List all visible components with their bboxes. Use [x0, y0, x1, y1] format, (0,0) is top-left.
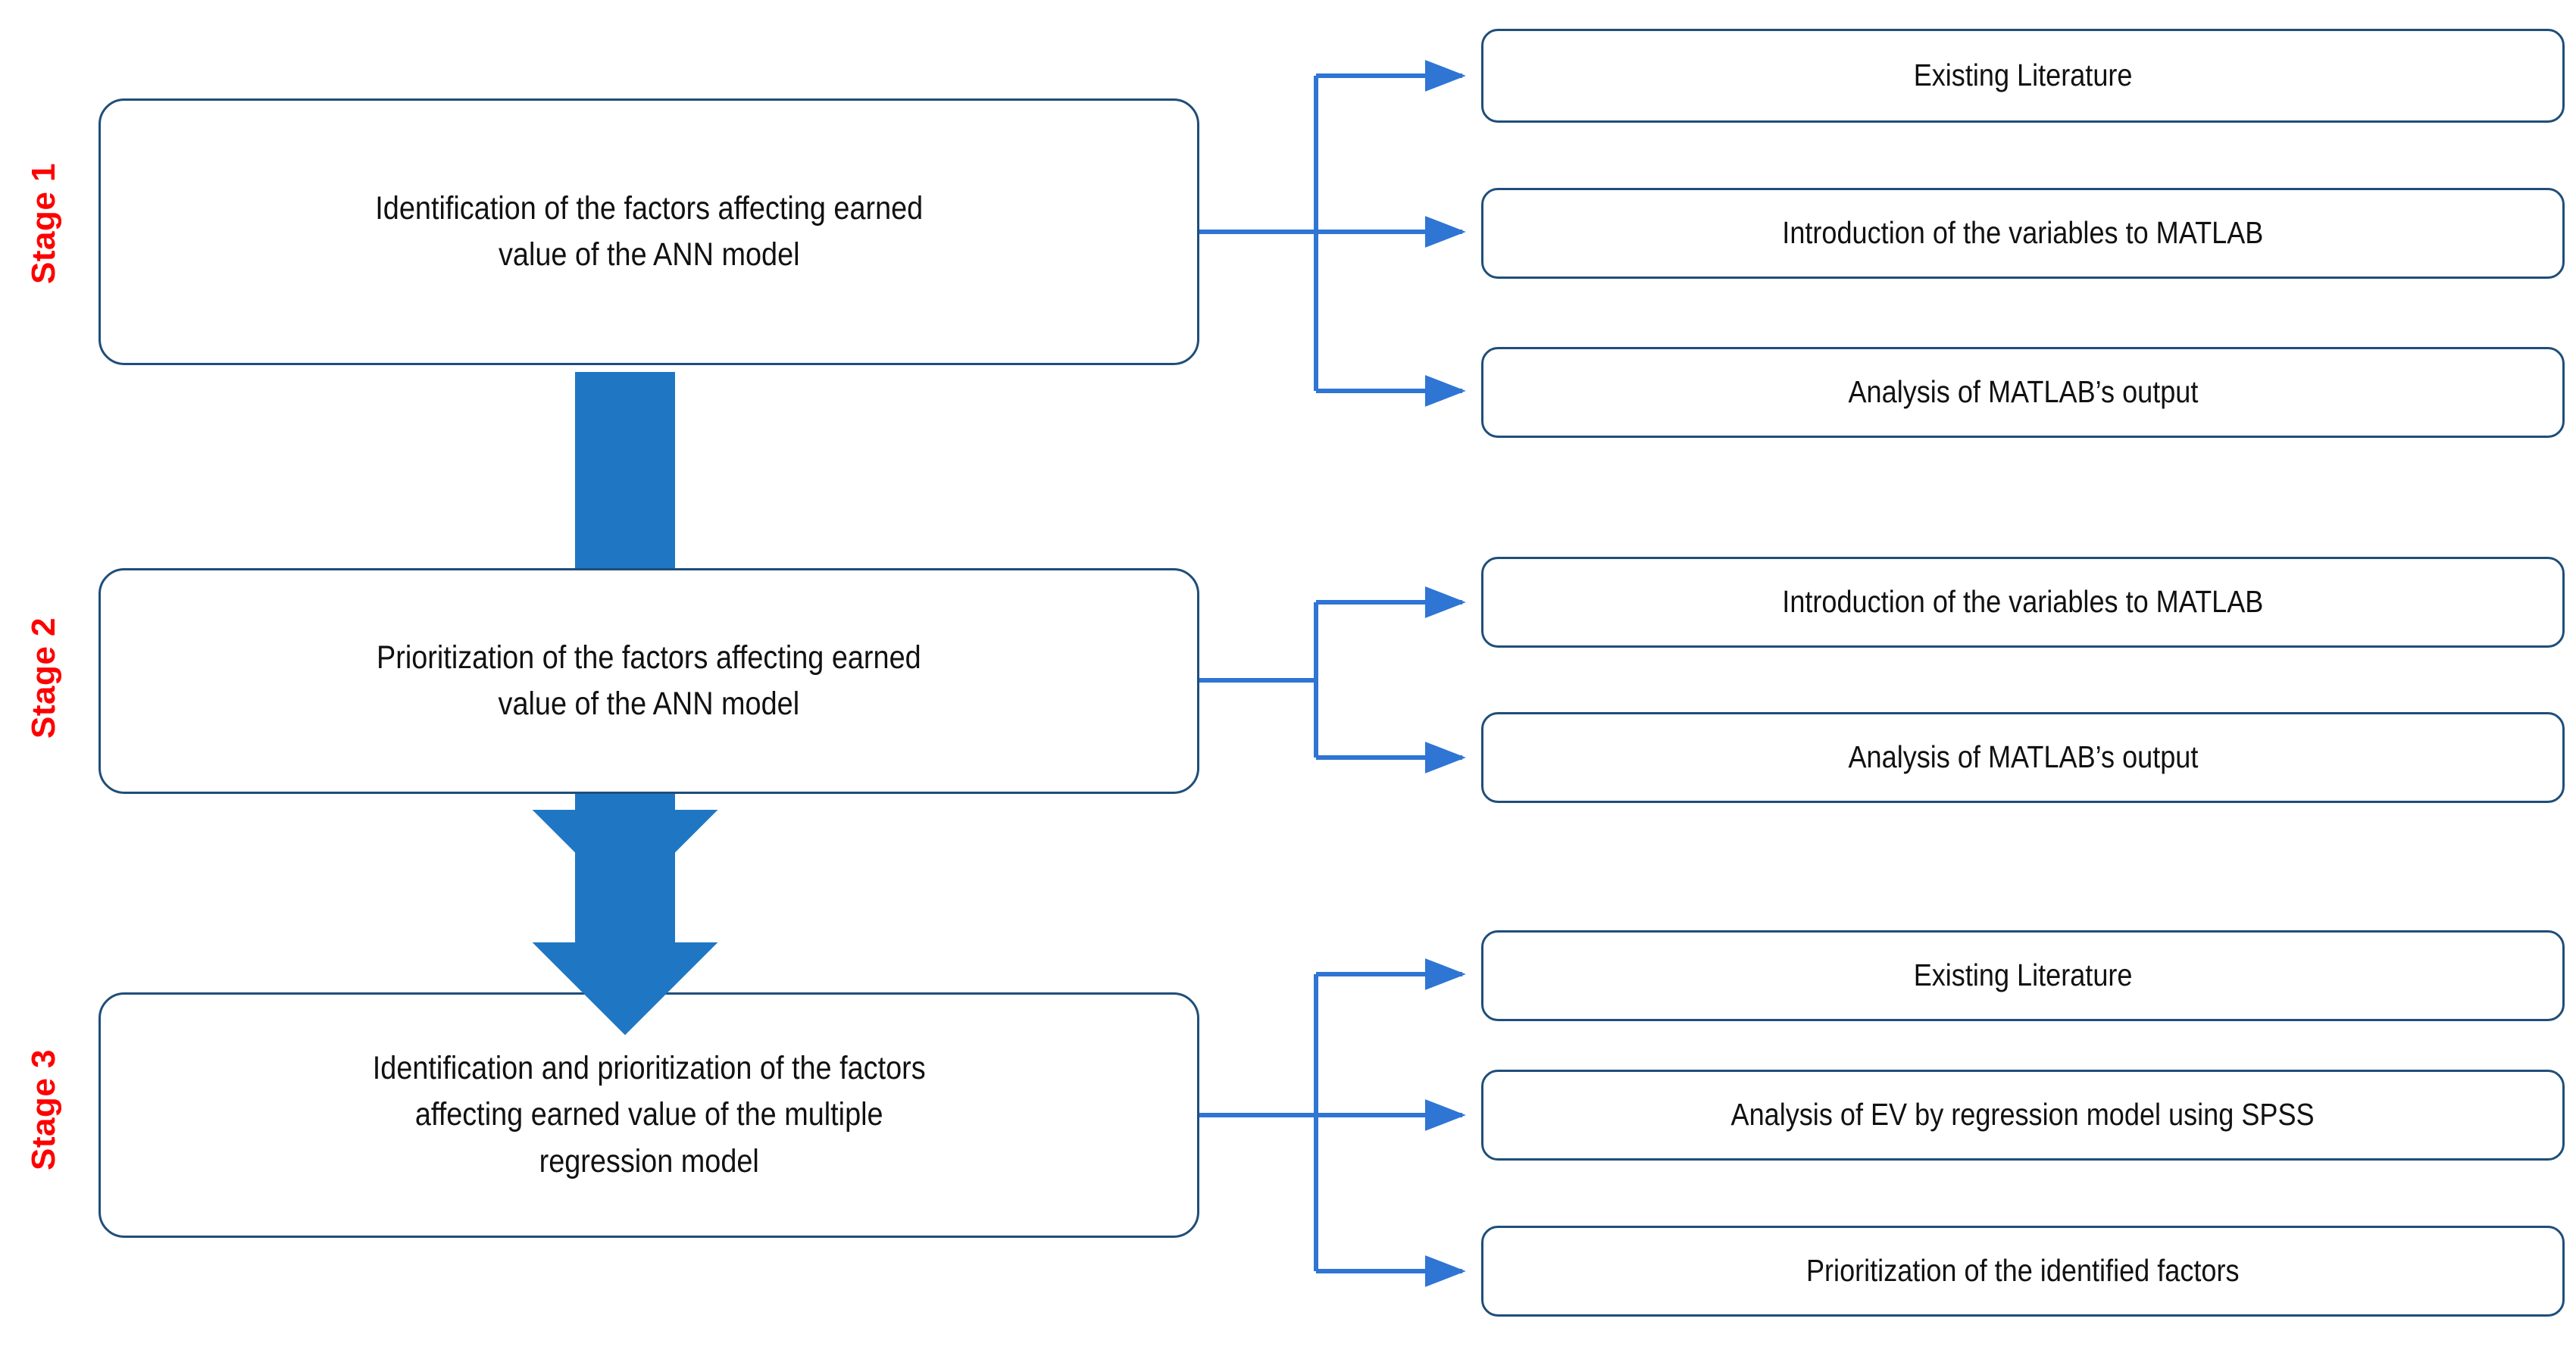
stage-1-detail-label-1: Existing Literature	[1913, 58, 2133, 93]
stage-2-detail-box-1[interactable]: Introduction of the variables to MATLAB	[1481, 557, 2565, 648]
stage2-bracket	[1199, 586, 1466, 773]
stage-1-detail-box-2[interactable]: Introduction of the variables to MATLAB	[1481, 188, 2565, 279]
stage-3-detail-label-3: Prioritization of the identified factors	[1806, 1253, 2240, 1289]
stage3-bracket	[1199, 958, 1466, 1287]
stage-2-main-box[interactable]: Prioritization of the factors affecting …	[98, 568, 1199, 794]
stage-3-detail-box-3[interactable]: Prioritization of the identified factors	[1481, 1226, 2565, 1317]
stage-3-detail-box-2[interactable]: Analysis of EV by regression model using…	[1481, 1070, 2565, 1161]
stage-2-detail-label-2: Analysis of MATLAB’s output	[1848, 739, 2198, 775]
stage-1-detail-box-3[interactable]: Analysis of MATLAB’s output	[1481, 347, 2565, 438]
stage-1-main-box[interactable]: Identification of the factors affecting …	[98, 98, 1199, 365]
stage-label-1: Stage 1	[25, 163, 62, 285]
stage-label-3: Stage 3	[25, 1049, 62, 1171]
stage-2-main-text: Prioritization of the factors affecting …	[377, 639, 921, 722]
stage2-to-stage3-arrow	[576, 803, 674, 807]
stage-3-detail-label-1: Existing Literature	[1913, 958, 2133, 993]
stage-3-main-box[interactable]: Identification and prioritization of the…	[98, 992, 1199, 1238]
stage-1-detail-label-2: Introduction of the variables to MATLAB	[1782, 215, 2264, 251]
stage-1-main-text: Identification of the factors affecting …	[375, 189, 923, 273]
stage-3-detail-label-2: Analysis of EV by regression model using…	[1730, 1097, 2315, 1133]
stage-2-detail-box-2[interactable]: Analysis of MATLAB’s output	[1481, 712, 2565, 803]
stage-2-detail-label-1: Introduction of the variables to MATLAB	[1782, 584, 2264, 620]
stage-3-detail-box-1[interactable]: Existing Literature	[1481, 930, 2565, 1021]
stage-3-main-text: Identification and prioritization of the…	[372, 1050, 926, 1179]
stage-1-detail-box-1[interactable]: Existing Literature	[1481, 29, 2565, 123]
stage-label-2: Stage 2	[25, 617, 62, 739]
stage-1-detail-label-3: Analysis of MATLAB’s output	[1848, 374, 2198, 410]
stage1-bracket	[1199, 60, 1466, 407]
